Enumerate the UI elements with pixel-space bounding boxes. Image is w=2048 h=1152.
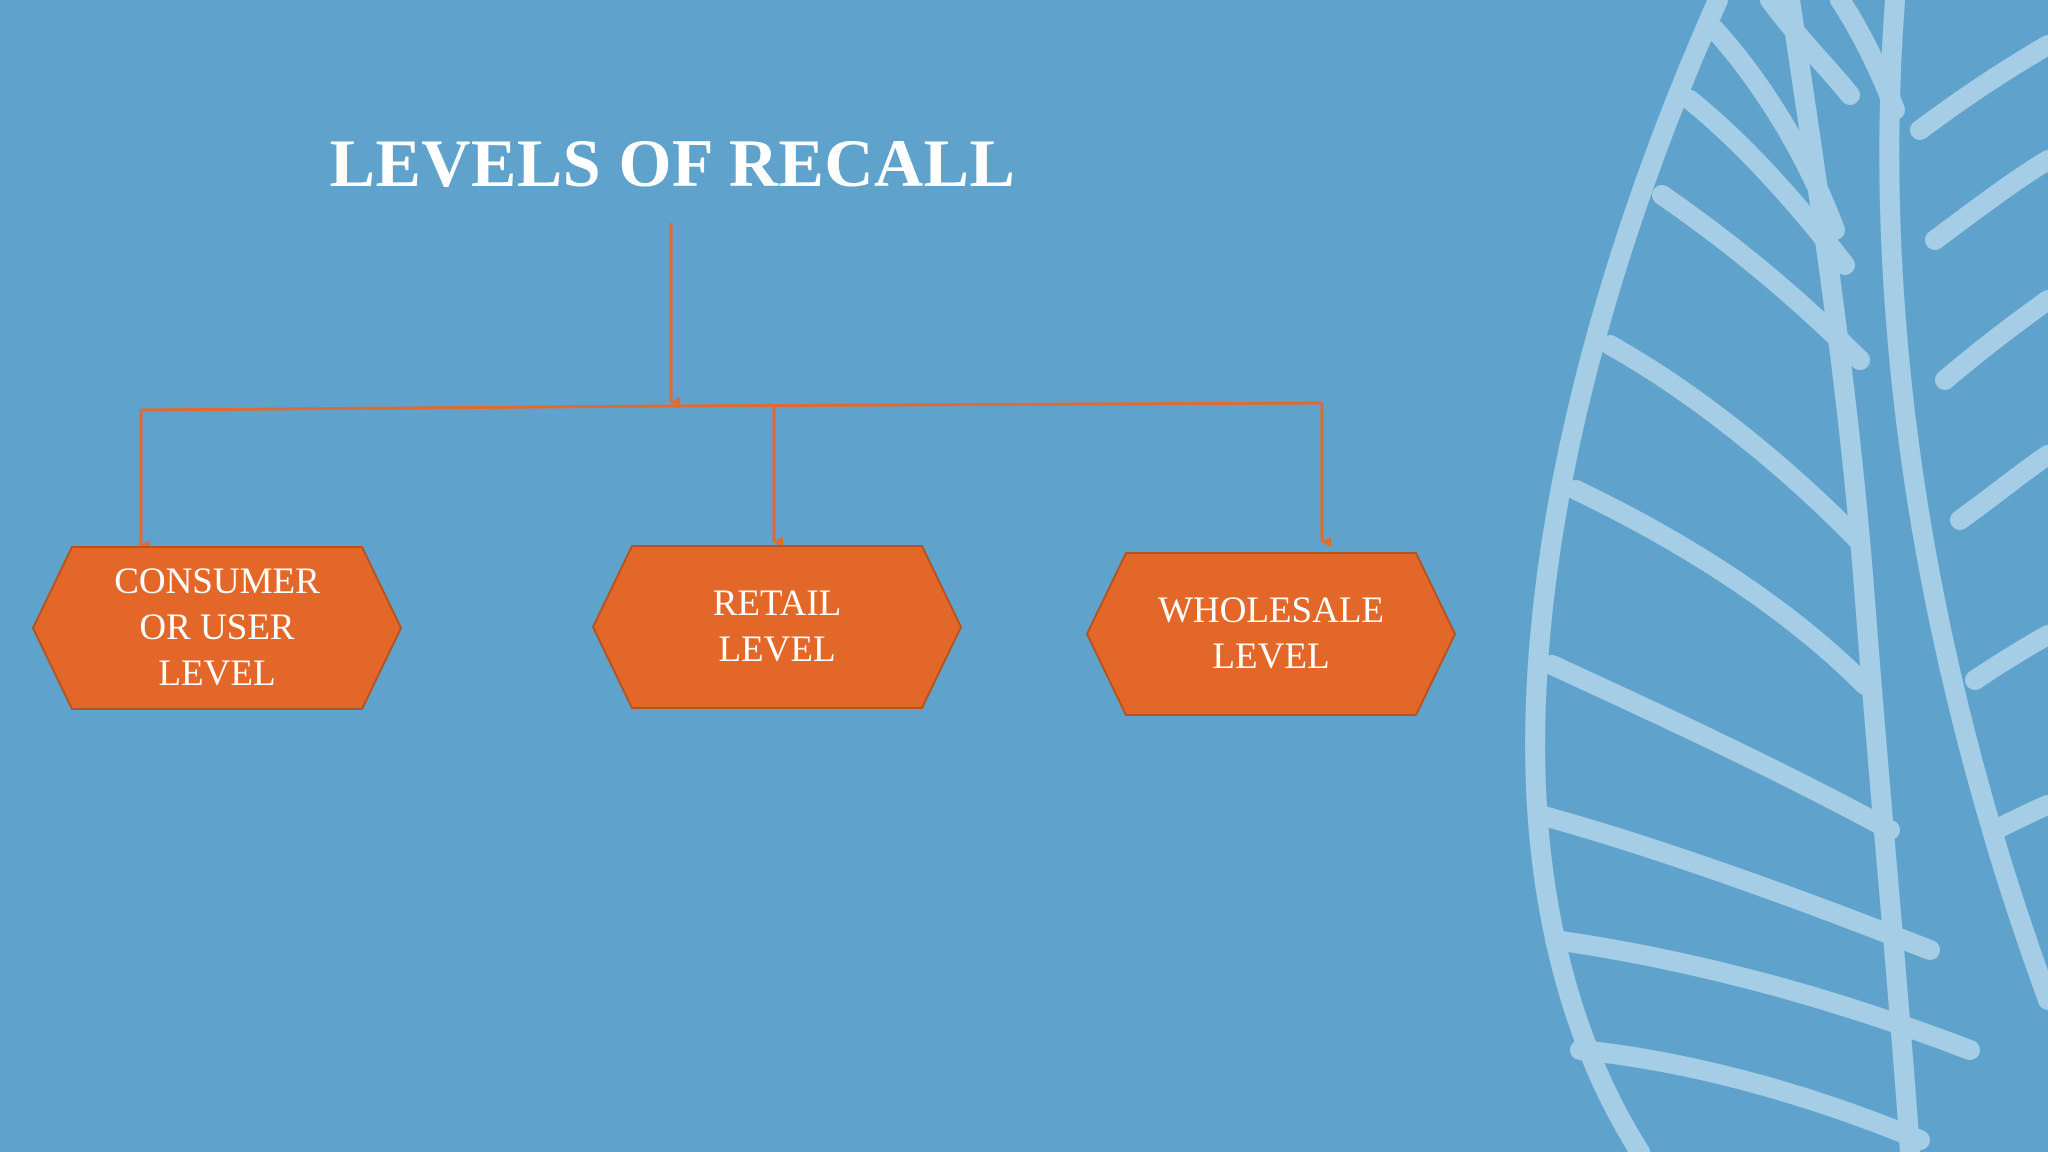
node-consumer-level: CONSUMER OR USER LEVEL [32,546,402,710]
branch-bar [140,401,1323,412]
hexagon-shape [592,545,962,709]
node-label-wholesale: WHOLESALE LEVEL [1157,590,1385,677]
diagram-title: LEVELS OF RECALL [329,125,1016,201]
hexagon-shape [32,546,402,710]
node-wholesale-level: WHOLESALE LEVEL [1086,552,1456,716]
hexagon-shape [1086,552,1456,716]
node-label-consumer: CONSUMER OR USER LEVEL [114,561,320,694]
node-retail-level: RETAIL LEVEL [592,545,962,709]
node-label-retail: RETAIL LEVEL [712,583,842,670]
